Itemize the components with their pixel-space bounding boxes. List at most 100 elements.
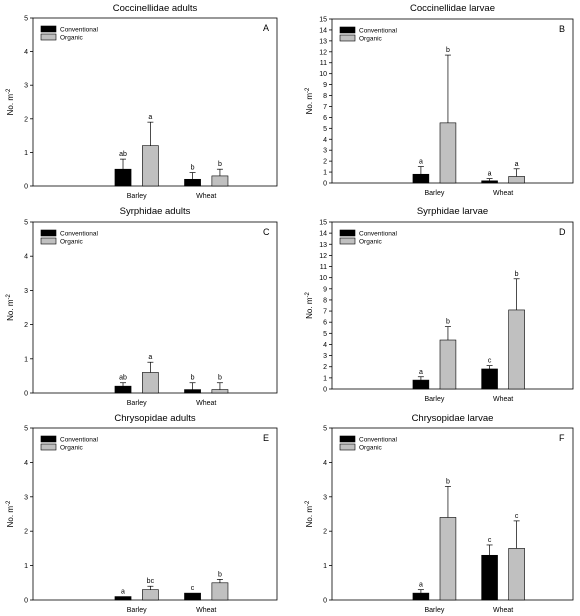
legend-swatch — [339, 435, 356, 443]
y-tick-label: 15 — [319, 17, 327, 24]
y-tick-label: 10 — [319, 275, 327, 282]
bar — [481, 554, 498, 601]
y-tick-label: 12 — [319, 49, 327, 56]
bar — [184, 178, 201, 187]
bar — [142, 589, 159, 601]
y-tick-label: 4 — [323, 137, 327, 144]
y-tick-label: 14 — [319, 231, 327, 238]
x-category-label: Barley — [127, 607, 147, 614]
legend-label: Organic — [359, 239, 383, 246]
bar — [412, 173, 430, 184]
y-tick-label: 12 — [319, 253, 327, 260]
y-tick-label: 6 — [323, 320, 327, 327]
legend-swatch — [339, 229, 356, 237]
legend-label: Organic — [359, 36, 383, 43]
y-tick-label: 5 — [323, 126, 327, 133]
y-tick-label: 3 — [24, 494, 28, 501]
bar — [481, 368, 498, 390]
y-tick-label: 2 — [24, 116, 28, 123]
x-category-label: Wheat — [196, 607, 216, 614]
y-tick-label: 1 — [24, 356, 28, 363]
legend-swatch — [339, 34, 356, 42]
y-tick-label: 0 — [24, 391, 28, 398]
y-tick-label: 3 — [24, 83, 28, 90]
legend-swatch — [40, 25, 57, 33]
y-tick-label: 4 — [24, 49, 28, 56]
y-tick-label: 9 — [323, 82, 327, 89]
significance-label: b — [446, 319, 450, 326]
legend-label: Conventional — [60, 231, 98, 238]
significance-label: b — [218, 161, 222, 168]
significance-label: b — [191, 375, 195, 382]
y-axis-label: No. m-2 — [305, 87, 314, 114]
bar — [114, 596, 132, 601]
x-category-label: Wheat — [196, 193, 216, 200]
legend-label: Organic — [359, 445, 383, 452]
significance-label: a — [419, 159, 423, 166]
y-tick-label: 13 — [319, 242, 327, 249]
y-axis-label: No. m-2 — [6, 500, 15, 527]
y-tick-label: 4 — [24, 254, 28, 261]
y-tick-label: 5 — [24, 220, 28, 227]
y-axis-label: No. m-2 — [6, 294, 15, 321]
significance-label: a — [148, 354, 152, 361]
chart-title: Chrysopidae adults — [114, 413, 196, 424]
x-category-label: Wheat — [493, 607, 513, 614]
legend-label: Conventional — [359, 231, 397, 238]
y-tick-label: 5 — [323, 331, 327, 338]
bar — [439, 517, 457, 601]
significance-label: b — [191, 165, 195, 172]
legend-swatch — [40, 443, 57, 451]
bar — [114, 385, 132, 394]
bar — [508, 309, 525, 390]
plot-frame — [32, 221, 278, 394]
y-axis-label: No. m-2 — [305, 292, 314, 319]
panel-letter: E — [263, 433, 269, 443]
significance-label: ab — [119, 151, 127, 158]
significance-label: a — [488, 171, 492, 178]
bar — [412, 592, 430, 601]
y-tick-label: 0 — [323, 387, 327, 394]
panel-letter: F — [559, 433, 565, 443]
y-axis-label: No. m-2 — [6, 88, 15, 115]
significance-label: c — [488, 537, 492, 544]
y-tick-label: 5 — [24, 16, 28, 23]
legend-label: Conventional — [60, 437, 98, 444]
legend-swatch — [40, 435, 57, 443]
chart-title: Syrphidae larvae — [417, 206, 488, 217]
legend-label: Conventional — [359, 437, 397, 444]
legend-swatch — [40, 229, 57, 237]
y-tick-label: 13 — [319, 38, 327, 45]
bar — [114, 168, 132, 187]
legend-swatch — [339, 443, 356, 451]
significance-label: c — [488, 358, 492, 365]
legend-swatch — [339, 26, 356, 34]
y-tick-label: 11 — [320, 60, 327, 67]
y-tick-label: 3 — [24, 288, 28, 295]
significance-label: c — [191, 585, 195, 592]
bar — [142, 145, 159, 187]
y-tick-label: 4 — [323, 342, 327, 349]
plot-frame — [32, 427, 278, 601]
bar — [211, 582, 229, 601]
y-tick-label: 5 — [24, 426, 28, 433]
bar — [184, 389, 201, 394]
bar — [184, 592, 201, 601]
significance-label: bc — [147, 578, 155, 585]
bar — [508, 548, 525, 601]
y-tick-label: 4 — [24, 460, 28, 467]
y-axis-label: No. m-2 — [305, 500, 314, 527]
chart-title: Coccinellidae larvae — [410, 3, 495, 14]
significance-label: b — [218, 571, 222, 578]
significance-label: b — [446, 478, 450, 485]
y-tick-label: 14 — [319, 27, 327, 34]
y-tick-label: 3 — [323, 148, 327, 155]
significance-label: a — [148, 114, 152, 121]
significance-label: b — [446, 47, 450, 54]
significance-label: b — [218, 375, 222, 382]
x-category-label: Barley — [425, 396, 445, 403]
bar — [439, 339, 457, 390]
y-tick-label: 5 — [323, 426, 327, 433]
